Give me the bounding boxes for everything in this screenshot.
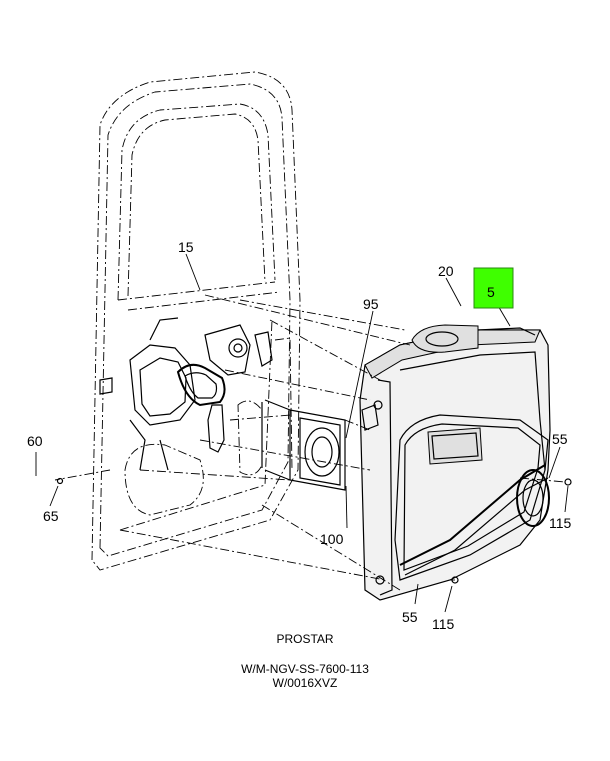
reference-caption-1: W/M-NGV-SS-7600-113 xyxy=(241,662,369,676)
alignment-lines xyxy=(54,294,566,591)
speaker-bracket xyxy=(261,399,346,491)
callout-115-bottom[interactable]: 115 xyxy=(432,616,455,632)
door-frame xyxy=(91,71,301,571)
callout-55-bottom[interactable]: 55 xyxy=(402,609,418,625)
callout-60[interactable]: 60 xyxy=(27,433,43,449)
callout-100[interactable]: 100 xyxy=(320,531,344,547)
reference-caption-2: W/0016XVZ xyxy=(272,676,338,690)
fastener-115-bottom xyxy=(451,576,459,584)
callout-15[interactable]: 15 xyxy=(178,239,194,255)
callout-20[interactable]: 20 xyxy=(438,263,454,279)
callout-5[interactable]: 5 xyxy=(487,284,495,300)
model-caption: PROSTAR xyxy=(276,632,334,646)
highlight-box-part-5[interactable] xyxy=(473,267,514,309)
window-regulator-mechanism xyxy=(99,317,273,471)
fastener-60-65 xyxy=(56,477,64,485)
callout-115-right[interactable]: 115 xyxy=(549,515,572,531)
callout-55-right[interactable]: 55 xyxy=(552,431,568,447)
door-trim-panel xyxy=(359,324,551,601)
callout-65[interactable]: 65 xyxy=(43,508,59,524)
callout-95[interactable]: 95 xyxy=(363,296,379,312)
fastener-115-right xyxy=(564,478,572,486)
leader-lines xyxy=(35,253,569,613)
